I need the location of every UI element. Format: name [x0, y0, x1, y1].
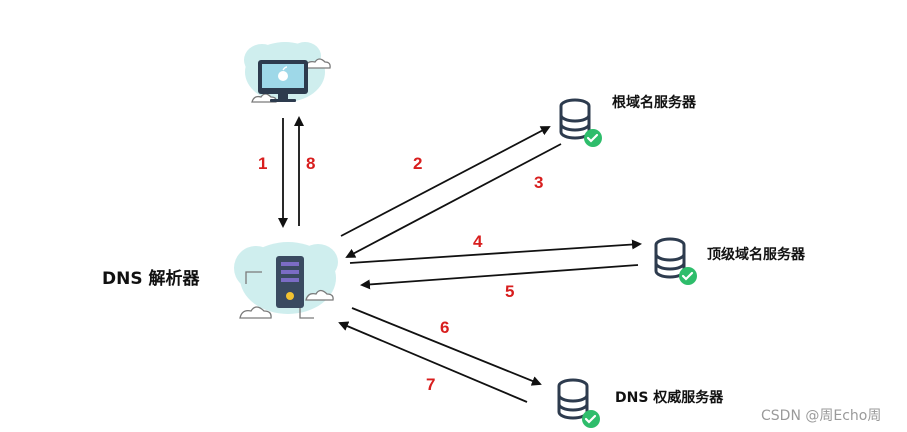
step-label-2: 2 [413, 154, 423, 173]
step-label-6: 6 [440, 318, 450, 337]
root-server-label: 根域名服务器 [612, 95, 696, 111]
step-label-1: 1 [258, 154, 268, 173]
arrow-step-2 [340, 126, 551, 237]
csdn-watermark: CSDN @周Echo周 [761, 408, 882, 424]
tld-server-label: 顶级域名服务器 [707, 247, 805, 263]
step-label-8: 8 [306, 154, 316, 173]
arrow-step-6 [351, 307, 542, 386]
step-label-3: 3 [534, 173, 544, 192]
tld-server-database-icon [654, 237, 697, 285]
dns-resolver-label: DNS 解析器 [102, 269, 200, 289]
authoritative-server-database-icon [557, 378, 600, 428]
arrow-step-4 [349, 239, 642, 264]
root-server-database-icon [559, 98, 602, 147]
dns-resolver-server-icon [234, 242, 338, 319]
step-label-7: 7 [426, 375, 436, 394]
arrow-step-3 [345, 143, 562, 258]
step-label-4: 4 [473, 232, 483, 251]
client-computer-icon [244, 42, 331, 103]
arrow-step-5 [360, 264, 639, 290]
arrow-step-7 [338, 321, 528, 403]
step-label-5: 5 [505, 282, 515, 301]
authoritative-server-label: DNS 权威服务器 [615, 390, 724, 406]
